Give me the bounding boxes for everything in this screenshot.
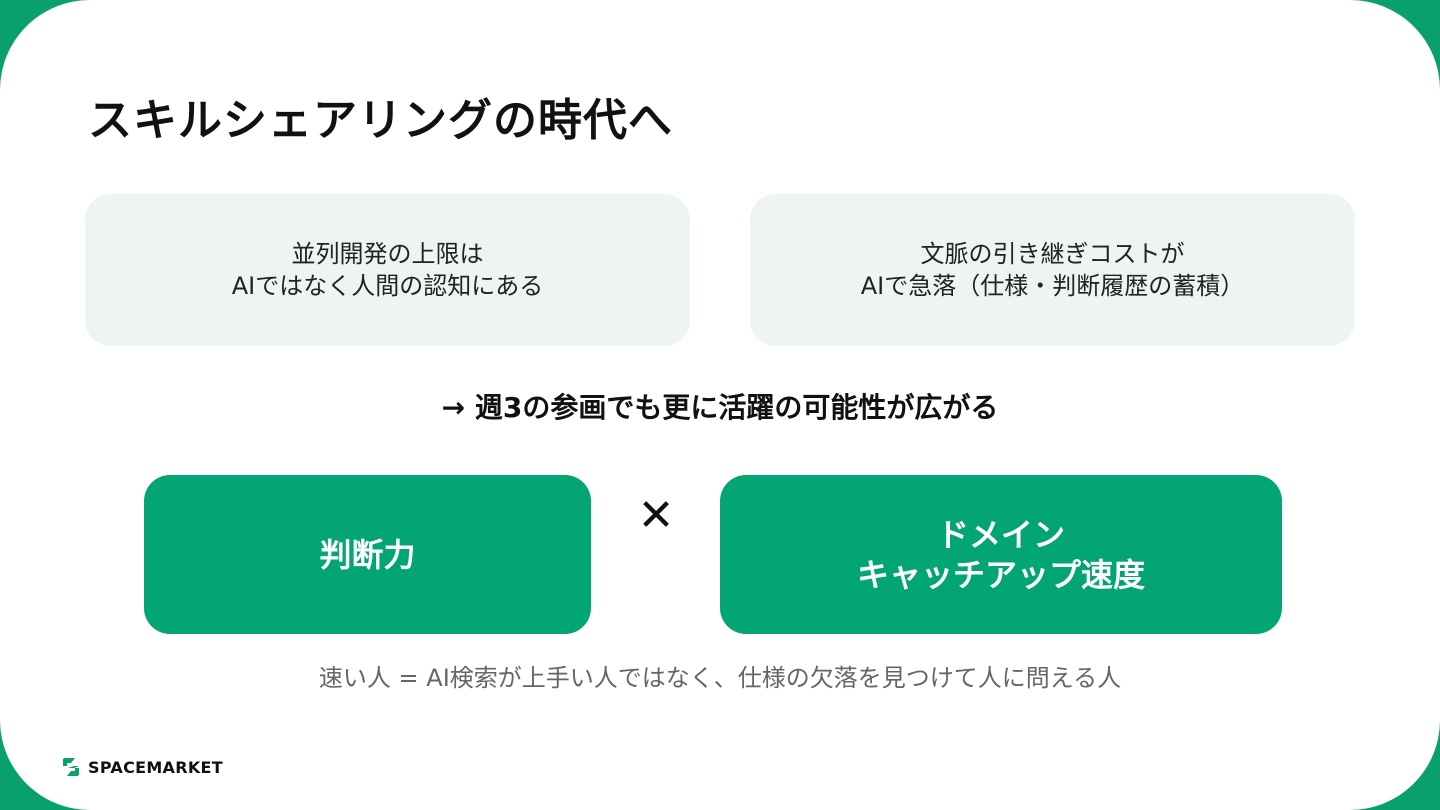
info-card-line: AIで急落（仕様・判断履歴の蓄積） — [860, 272, 1245, 300]
info-card-line: 文脈の引き継ぎコストが — [920, 240, 1185, 268]
slide-title: スキルシェアリングの時代へ — [88, 95, 673, 146]
skill-box-label: 判断力 — [319, 535, 416, 574]
brand-logo-text: SPACEMARKET — [88, 757, 224, 777]
skill-box-label: ドメイン — [936, 515, 1065, 554]
info-card-cognition: 並列開発の上限は AIではなく人間の認知にある — [85, 194, 690, 346]
skill-box-label: キャッチアップ速度 — [856, 555, 1145, 594]
info-card-line: AIではなく人間の認知にある — [231, 272, 544, 300]
spacemarket-logo-icon — [63, 758, 79, 776]
brand-logo: SPACEMARKET — [60, 756, 223, 778]
conclusion-text: → 週3の参画でも更に活躍の可能性が広がる — [441, 391, 999, 424]
footnote-text: 速い人 = AI検索が上手い人ではなく、仕様の欠落を見つけて人に問える人 — [318, 664, 1122, 692]
skill-box-judgment: 判断力 — [144, 475, 591, 634]
info-card-context-cost: 文脈の引き継ぎコストが AIで急落（仕様・判断履歴の蓄積） — [750, 194, 1355, 346]
multiply-icon: ✕ — [637, 490, 675, 541]
skill-box-domain-catchup: ドメイン キャッチアップ速度 — [720, 475, 1282, 634]
info-card-line: 並列開発の上限は — [291, 240, 484, 268]
